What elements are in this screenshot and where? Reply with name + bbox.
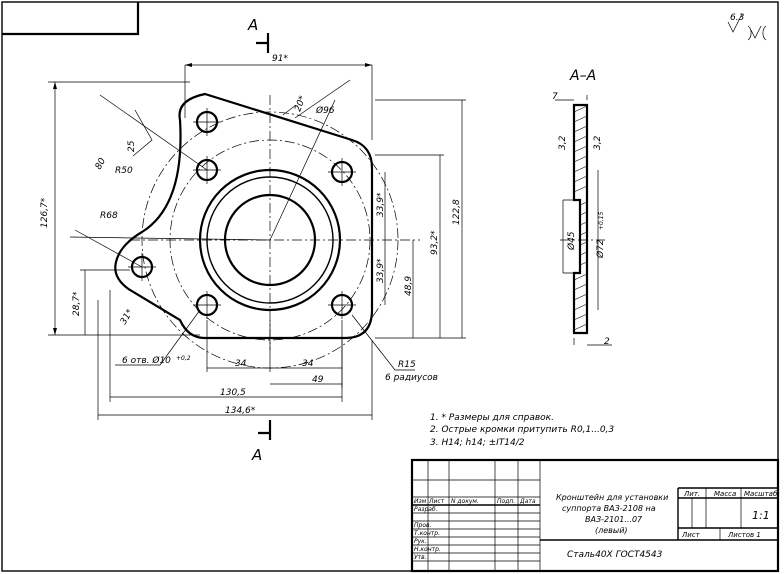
roughness-value: 6.3 <box>730 13 745 23</box>
dim-holes-tolerance: +0,2 <box>176 355 191 362</box>
svg-text:A: A <box>251 446 262 464</box>
row-razrab: Разраб. <box>414 506 438 513</box>
part-name-4: (левый) <box>595 526 628 535</box>
dim-33-9-top: 33,9* <box>376 192 386 217</box>
row-doc: N докум. <box>451 498 479 505</box>
row-date: Дата <box>519 498 536 505</box>
dim-122-8: 122,8 <box>452 199 462 225</box>
row-sign: Подп. <box>497 498 515 505</box>
dim-holes: 6 отв. Ø10 <box>122 355 171 366</box>
section-marker-bottom: A <box>251 420 272 464</box>
lit-label: Лит. <box>683 490 700 498</box>
dim-49: 49 <box>312 375 324 385</box>
dim-134-6: 134,6* <box>225 406 256 416</box>
dim-28-7: 28,7* <box>72 291 82 316</box>
dim-r15: R15 <box>398 360 416 370</box>
section-marker-top: A <box>247 16 270 53</box>
section-hatching <box>573 105 588 331</box>
sec-roughness-2: 3,2 <box>593 135 603 150</box>
dim-48-9: 48,9 <box>404 276 414 296</box>
dim-angle-31: 31* <box>119 307 136 326</box>
sec-dim-72: Ø72 <box>595 239 606 259</box>
dim-126-7: 126,7* <box>40 197 50 228</box>
part-name-1: Кронштейн для установки <box>556 493 668 502</box>
svg-text:A: A <box>247 16 258 34</box>
row-izm: Изм <box>414 498 427 505</box>
bore-circle <box>223 193 317 287</box>
note-3: 3. H14; h14; ±IT14/2 <box>430 438 525 448</box>
sec-dim-7: 7 <box>552 92 558 102</box>
section-title: А–А <box>569 68 596 84</box>
sheets-label: Листов 1 <box>727 531 761 539</box>
row-tkontr: Т.контр. <box>414 530 440 537</box>
row-prov: Пров. <box>414 522 432 529</box>
dim-r68: R68 <box>100 211 118 221</box>
boss-outer-circle <box>198 168 342 312</box>
technical-notes: 1. * Размеры для справок. 2. Острые кром… <box>430 413 614 448</box>
dim-91: 91* <box>272 54 288 64</box>
title-block: Изм Лист N докум. Подп. Дата Разраб. Про… <box>410 458 780 573</box>
part-name-3: ВАЗ-2101...07 <box>585 515 643 524</box>
sec-dim-45: Ø45 <box>566 231 577 251</box>
row-list: Лист <box>428 498 445 505</box>
dim-80: 80 <box>94 156 108 171</box>
dim-r50: R50 <box>115 166 133 176</box>
dim-25: 25 <box>127 140 137 152</box>
note-2: 2. Острые кромки притупить R0,1...0,3 <box>430 425 614 435</box>
dim-34-right: 34 <box>302 359 314 369</box>
section-view: А–А 7 3,2 3,2 Ø45 Ø72 +0,15 2 <box>552 68 612 347</box>
roughness-icon: 6.3 <box>727 13 767 41</box>
sec-dim-2: 2 <box>604 337 610 347</box>
note-1: 1. * Размеры для справок. <box>430 413 554 423</box>
dim-130-5: 130,5 <box>220 388 246 398</box>
bracket-plate-view <box>69 92 420 369</box>
dim-93-2: 93,2* <box>430 230 440 255</box>
material: Сталь40Х ГОСТ4543 <box>567 550 663 560</box>
row-ruk: Рук. <box>414 538 427 545</box>
scale-label: Масштаб <box>744 490 778 498</box>
scale-value: 1:1 <box>752 509 770 522</box>
dimension-lines <box>48 63 466 420</box>
dim-33-9-bottom: 33,9* <box>376 258 386 283</box>
row-utv: Утв. <box>414 554 427 561</box>
dim-six-radii: 6 радиусов <box>385 373 438 383</box>
sec-dim-72-tolerance: +0,15 <box>598 211 605 230</box>
sheet-label: Лист <box>681 531 701 539</box>
sec-roughness-1: 3,2 <box>558 135 568 150</box>
top-left-stamp-box <box>2 2 140 36</box>
dim-34-left: 34 <box>235 359 247 369</box>
part-name-2: суппорта ВАЗ-2108 на <box>562 504 656 513</box>
mass-label: Масса <box>714 490 736 498</box>
dim-dia-96: Ø96 <box>315 105 335 116</box>
row-nkontr: Н.контр. <box>414 546 441 553</box>
